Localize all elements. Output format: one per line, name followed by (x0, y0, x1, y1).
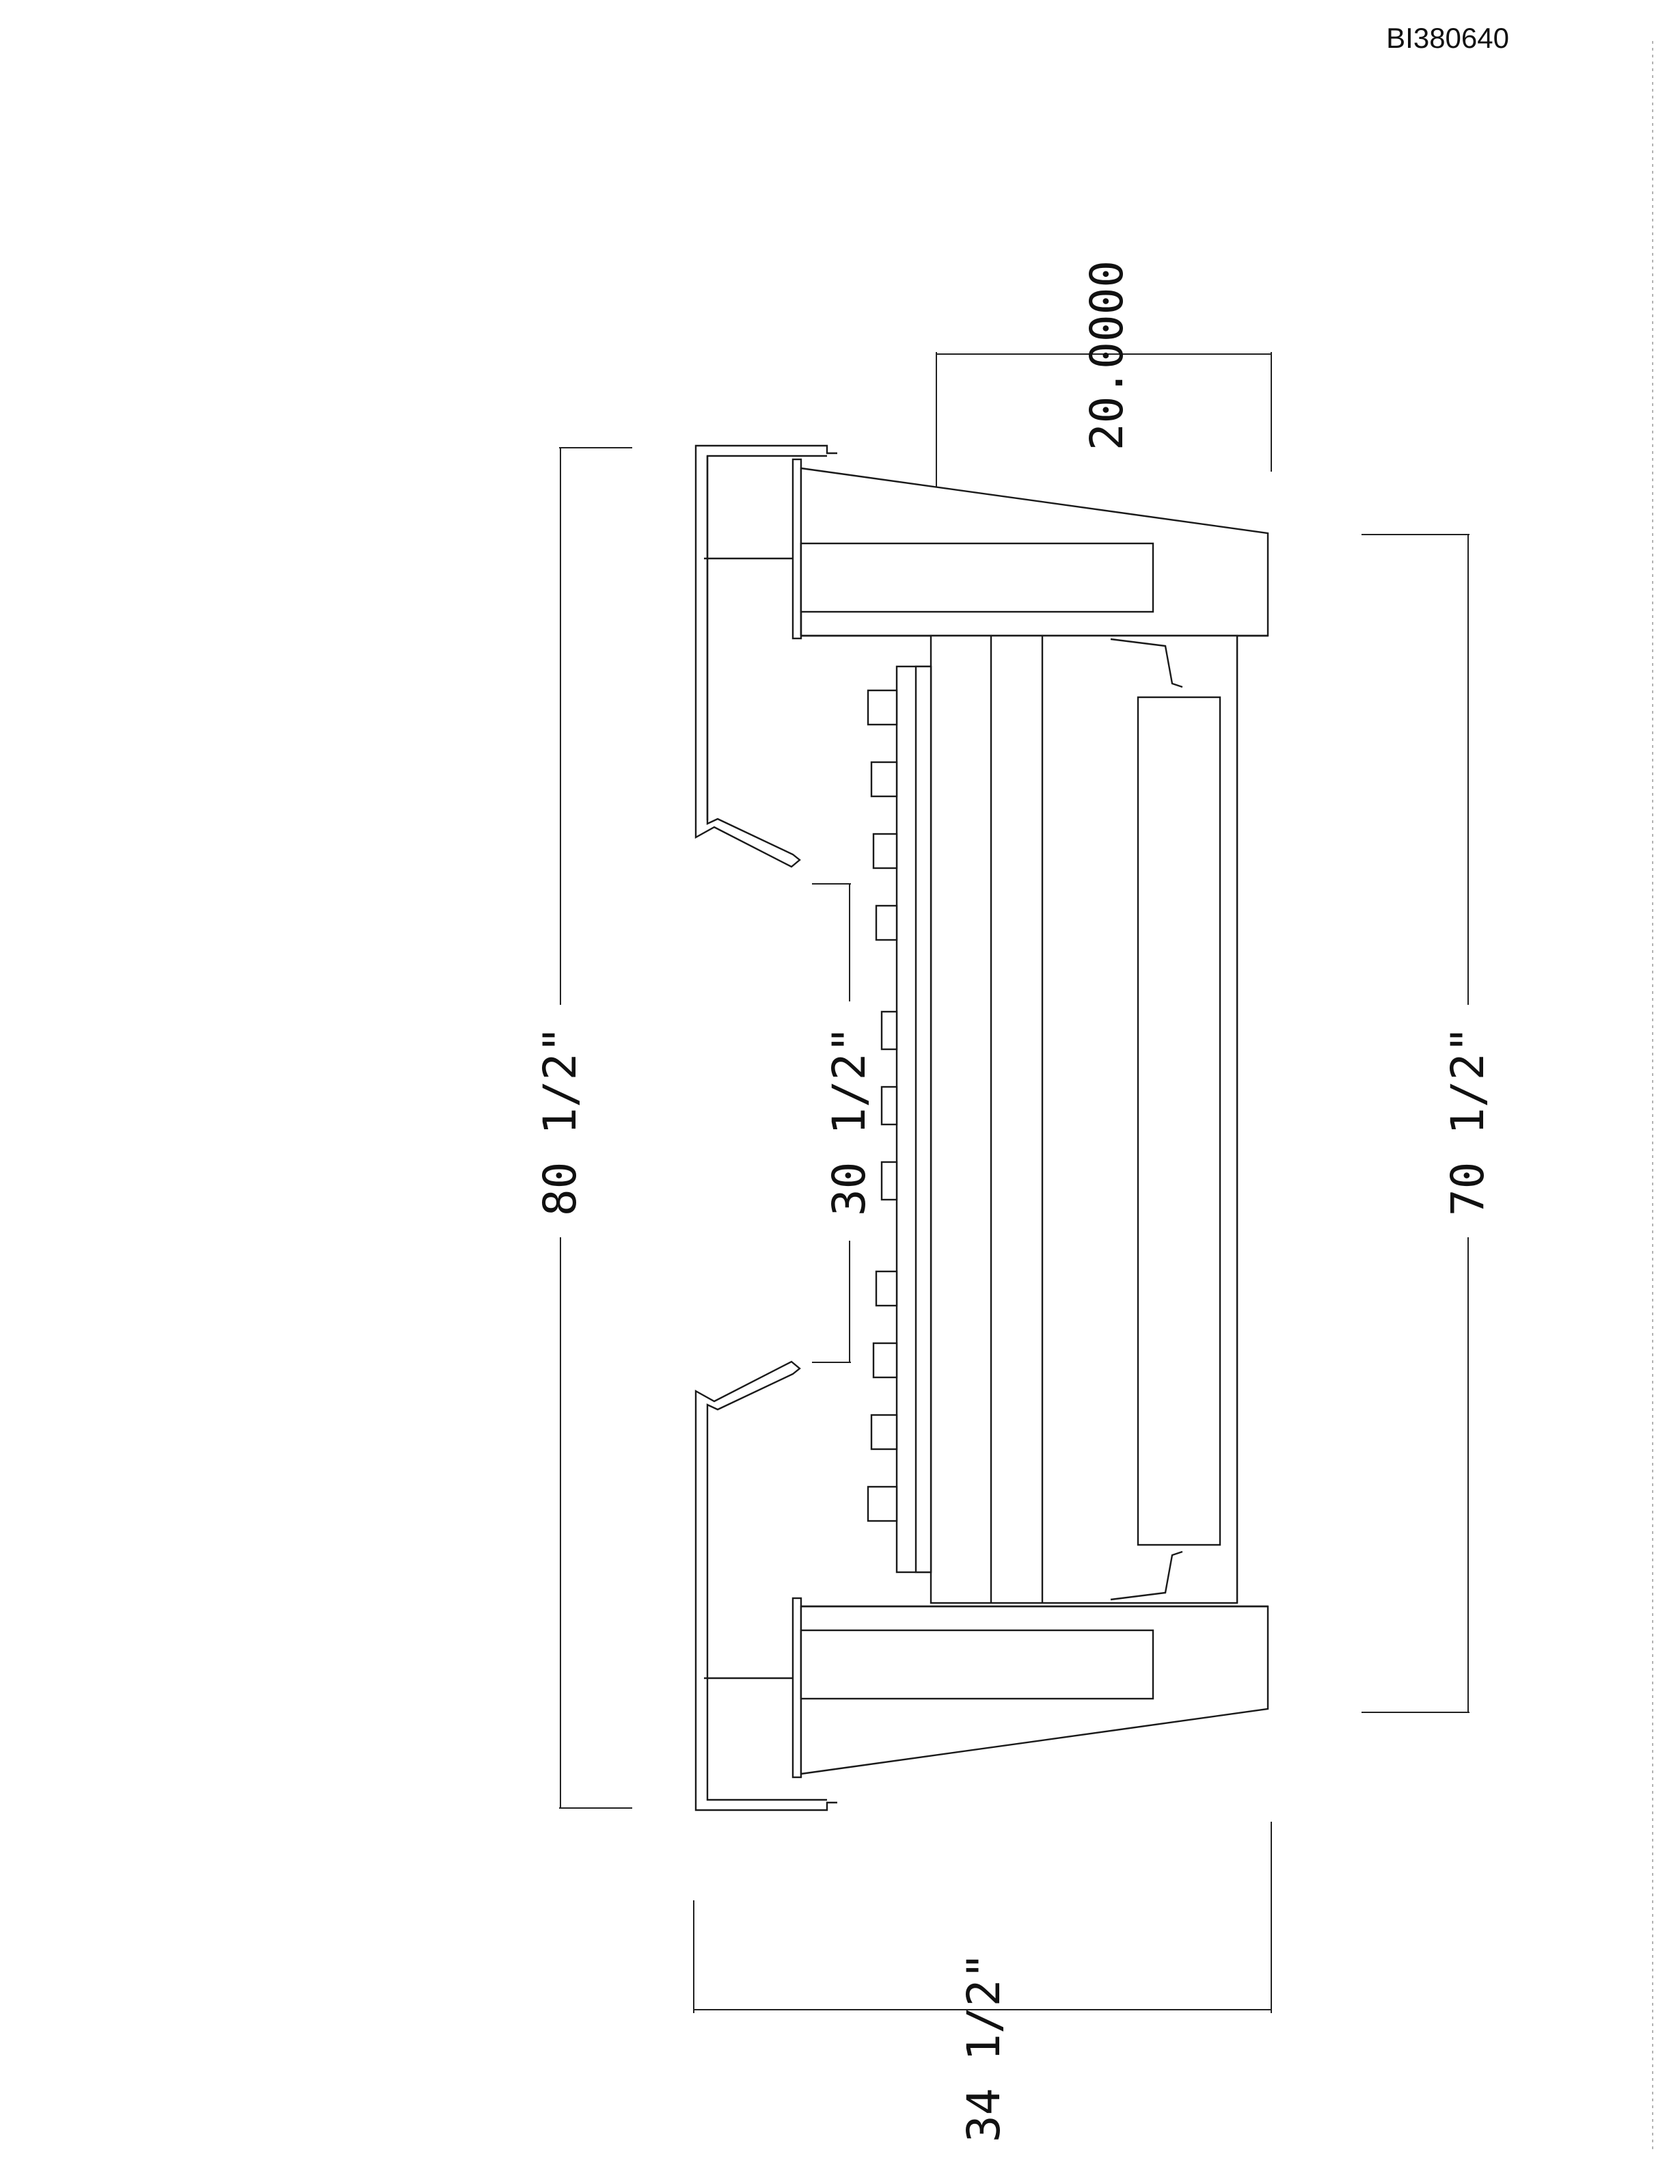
dimension-overall-width-label: 80 1/2" (534, 1026, 586, 1216)
dimension-opening-width: 30 1/2" (812, 883, 876, 1363)
dimension-opening-width-label: 30 1/2" (823, 1026, 876, 1216)
dimension-overall-width: 80 1/2" (534, 447, 632, 1809)
mattress-layers (930, 634, 1238, 1604)
side-frame-bottom (694, 1360, 1269, 1811)
dimension-depth: 34 1/2" (693, 1822, 1272, 2142)
slat-stack (867, 665, 932, 1574)
dimension-base-width: 70 1/2" (1361, 534, 1494, 1713)
document-id: BI380640 (1386, 22, 1509, 54)
dimension-height-label: 20.0000 (1081, 260, 1133, 450)
dimension-depth-label: 34 1/2" (958, 1952, 1010, 2142)
dimension-base-width-label: 70 1/2" (1441, 1026, 1494, 1216)
dimension-height: 20.0000 (936, 260, 1272, 571)
